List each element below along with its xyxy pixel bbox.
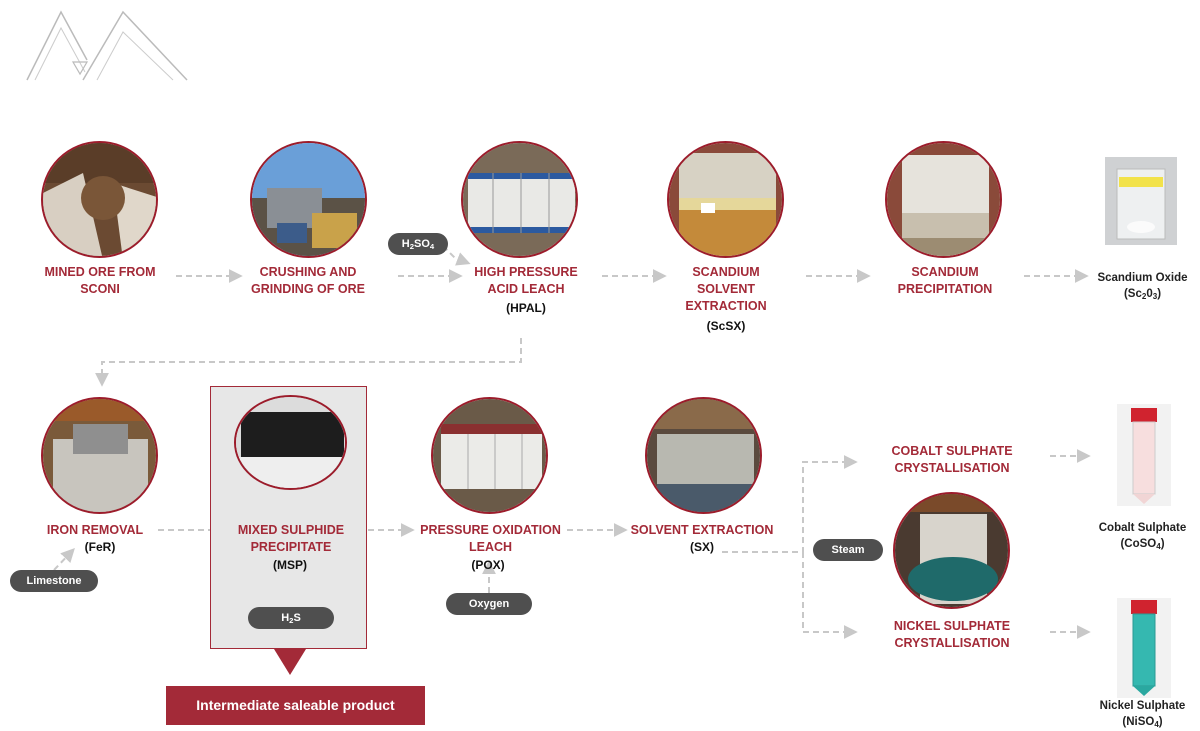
msp-photo [234, 395, 347, 490]
arrow-sx-to-nickel [802, 552, 858, 639]
arrow-limestone-to-fer [53, 547, 75, 571]
crystallisation-photo [893, 492, 1010, 609]
reagent-oxygen: Oxygen [446, 593, 532, 615]
scandium-precip-photo [885, 141, 1002, 258]
crushing-photo [250, 141, 367, 258]
step-code-pox: (POX) [471, 558, 505, 572]
mined-ore-photo [41, 141, 158, 258]
hpal-photo [461, 141, 578, 258]
scandium-oxide-image [1105, 157, 1177, 245]
step-label-mined-ore: MINED ORE FROM SCONI [44, 265, 156, 296]
arrow-sx-to-cobalt [722, 455, 858, 553]
arrow-hpal-to-fer [95, 338, 522, 387]
step-label-scandium-precip: SCANDIUM PRECIPITATION [897, 265, 993, 296]
product-cobalt-sulphate: Cobalt Sulphate (CoSO4) [1098, 522, 1187, 551]
step-code-msp: (MSP) [273, 558, 307, 572]
cobalt-sulphate-image [1117, 404, 1171, 506]
product-scandium-oxide: Scandium Oxide (Sc203) [1097, 272, 1188, 301]
scsx-photo [667, 141, 784, 258]
step-label-crushing: CRUSHING AND GRINDING OF ORE [251, 265, 365, 296]
company-logo [26, 10, 188, 81]
step-code-scsx: (ScSX) [706, 319, 746, 333]
step-label-fer: IRON REMOVAL [46, 523, 144, 537]
reagent-h2s: H2S [248, 607, 334, 629]
step-label-msp: MIXED SULPHIDE PRECIPITATE [237, 523, 345, 554]
step-label-hpal: HIGH PRESSURE ACID LEACH [474, 265, 578, 296]
sx-photo [645, 397, 762, 514]
pox-photo [431, 397, 548, 514]
step-label-cobalt-cryst: COBALT SULPHATE CRYSTALLISATION [891, 444, 1013, 475]
reagent-h2so4: H2SO4 [388, 233, 448, 255]
intermediate-product-callout: Intermediate saleable product [166, 686, 425, 725]
step-code-fer: (FeR) [84, 540, 116, 554]
step-label-nickel-cryst: NICKEL SULPHATE CRYSTALLISATION [893, 619, 1011, 650]
reagent-steam: Steam [813, 539, 883, 561]
step-label-pox: PRESSURE OXIDATION LEACH [420, 523, 561, 554]
step-label-scsx: SCANDIUM SOLVENT EXTRACTION [685, 265, 767, 313]
arrow-h2so4-to-hpal [442, 245, 471, 266]
step-code-sx: (SX) [690, 540, 714, 554]
product-nickel-sulphate: Nickel Sulphate (NiSO4) [1099, 700, 1186, 729]
reagent-limestone: Limestone [10, 570, 98, 592]
nickel-sulphate-image [1117, 598, 1171, 698]
step-code-hpal: (HPAL) [506, 301, 546, 315]
callout-pointer [274, 649, 306, 675]
fer-photo [41, 397, 158, 514]
step-label-sx: SOLVENT EXTRACTION [630, 523, 774, 537]
